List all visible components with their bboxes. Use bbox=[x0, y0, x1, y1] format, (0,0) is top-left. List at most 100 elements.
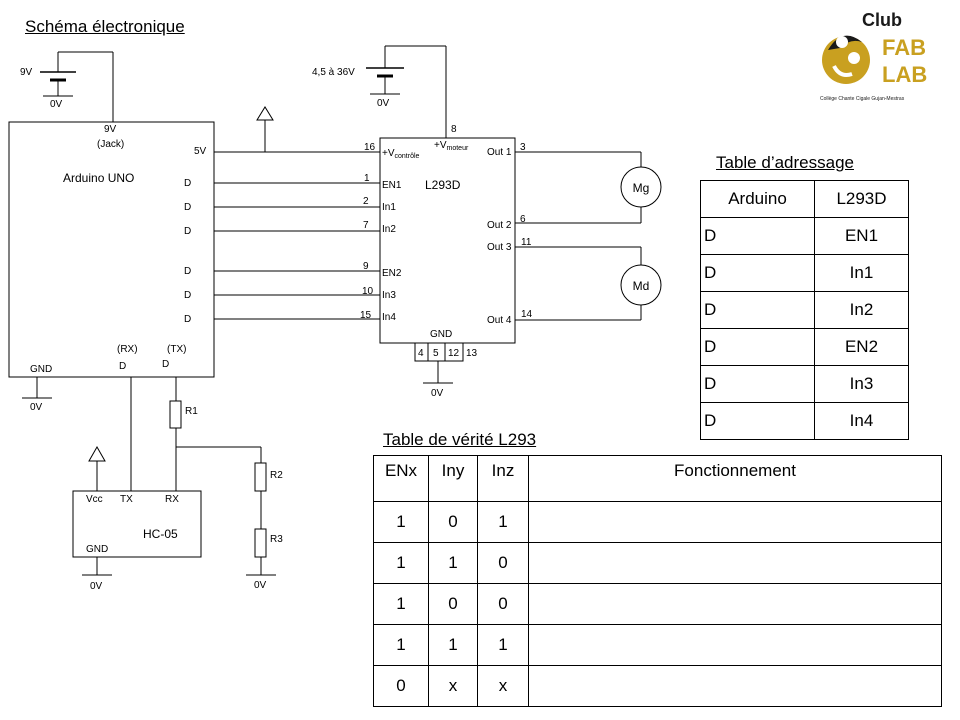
motor-right bbox=[620, 264, 662, 306]
battery-9v bbox=[40, 51, 114, 122]
l293d-output-4: Out 4 bbox=[487, 315, 512, 326]
resistor-ground-label: 0V bbox=[254, 580, 267, 591]
l293d-name: L293D bbox=[425, 178, 461, 192]
hc05-ground bbox=[82, 557, 112, 576]
arduino-5v-label: 5V bbox=[194, 146, 207, 157]
column-header-l293d: L293D bbox=[814, 180, 909, 218]
cell-iny: 1 bbox=[428, 624, 478, 666]
logo-lab: LAB bbox=[882, 62, 927, 87]
motor-right-label: Md bbox=[633, 279, 650, 293]
l293d-box bbox=[379, 137, 516, 344]
hc05-rx-label: RX bbox=[165, 494, 179, 505]
cell-enx: 1 bbox=[373, 583, 429, 625]
l293d-ground-label: 0V bbox=[431, 388, 444, 399]
battery-9v-ground-label: 0V bbox=[50, 99, 63, 110]
arduino-rx-label: (RX) bbox=[117, 344, 138, 355]
arduino-name: Arduino UNO bbox=[63, 171, 134, 185]
page-title: Schéma électronique bbox=[25, 17, 185, 36]
arduino-d-pin: D bbox=[184, 266, 191, 277]
cell-l293d: In4 bbox=[814, 402, 909, 440]
logo-emblem bbox=[822, 35, 870, 84]
column-header-fonctionnement: Fonctionnement bbox=[528, 455, 942, 502]
cell-l293d: EN2 bbox=[814, 328, 909, 366]
cell-inz: 1 bbox=[477, 624, 529, 666]
table-row: 1 1 1 bbox=[373, 624, 942, 666]
cell-arduino: D bbox=[700, 365, 815, 403]
l293d-input-in4: In4 bbox=[382, 312, 396, 323]
arduino-gnd-label: GND bbox=[30, 364, 52, 375]
logo-club: Club bbox=[862, 10, 902, 30]
cell-fonctionnement[interactable] bbox=[528, 624, 942, 666]
hc05-box bbox=[72, 490, 202, 558]
club-fablab-logo: Club FAB LAB Collège Chante Cigale Gujan… bbox=[820, 10, 927, 102]
resistor-r3-label: R3 bbox=[270, 534, 283, 545]
hc05-ground-label: 0V bbox=[90, 581, 103, 592]
control-lines bbox=[214, 182, 380, 320]
cell-fonctionnement[interactable] bbox=[528, 583, 942, 625]
l293d-pin-3: 3 bbox=[520, 142, 526, 153]
cell-arduino: D bbox=[700, 402, 815, 440]
l293d-pin-16: 16 bbox=[364, 142, 376, 153]
battery-motor-ground-label: 0V bbox=[377, 98, 390, 109]
l293d-input-in2: In2 bbox=[382, 224, 396, 235]
hc05-vcc-label: Vcc bbox=[86, 494, 103, 505]
arduino-d-pin: D bbox=[184, 290, 191, 301]
column-header-iny: Iny bbox=[428, 455, 478, 502]
cell-iny: 0 bbox=[428, 501, 478, 543]
table-row: D In4 bbox=[700, 402, 909, 440]
cell-arduino: D bbox=[700, 291, 815, 329]
l293d-input-en1: EN1 bbox=[382, 180, 402, 191]
arduino-ground-label: 0V bbox=[30, 402, 43, 413]
cell-iny: 0 bbox=[428, 583, 478, 625]
cell-enx: 0 bbox=[373, 665, 429, 707]
cell-arduino: D bbox=[700, 217, 815, 255]
l293d-input-en2: EN2 bbox=[382, 268, 402, 279]
table-row: D EN1 bbox=[700, 217, 909, 255]
column-header-inz: Inz bbox=[477, 455, 529, 502]
cell-l293d: In3 bbox=[814, 365, 909, 403]
cell-inz: 1 bbox=[477, 501, 529, 543]
l293d-pin-11: 11 bbox=[521, 237, 532, 248]
table-header-row: ENx Iny Inz Fonctionnement bbox=[373, 455, 942, 502]
cell-fonctionnement[interactable] bbox=[528, 501, 942, 543]
hc05-name: HC-05 bbox=[143, 527, 178, 541]
cell-enx: 1 bbox=[373, 542, 429, 584]
address-table-title: Table d’adressage bbox=[716, 153, 854, 172]
l293d-output-3: Out 3 bbox=[487, 242, 512, 253]
address-table: Arduino L293D D EN1 D In1 D In2 D EN2 D … bbox=[700, 180, 909, 440]
l293d-gnd-label: GND bbox=[430, 329, 452, 340]
l293d-gnd-pin-12: 12 bbox=[448, 348, 460, 359]
battery-9v-label: 9V bbox=[20, 67, 33, 78]
motor-lines bbox=[515, 151, 642, 321]
table-row: 0 x x bbox=[373, 665, 942, 707]
cell-arduino: D bbox=[700, 328, 815, 366]
l293d-pin-9: 9 bbox=[363, 261, 369, 272]
arduino-uno-box bbox=[8, 121, 215, 378]
l293d-pin-8: 8 bbox=[451, 124, 457, 135]
l293d-pin-10: 10 bbox=[362, 286, 374, 297]
table-row: D In2 bbox=[700, 291, 909, 329]
cell-inz: 0 bbox=[477, 583, 529, 625]
cell-fonctionnement[interactable] bbox=[528, 665, 942, 707]
cell-fonctionnement[interactable] bbox=[528, 542, 942, 584]
table-row: D In3 bbox=[700, 365, 909, 403]
l293d-pin-6: 6 bbox=[520, 214, 526, 225]
l293d-pin-14: 14 bbox=[521, 309, 533, 320]
logo-fab: FAB bbox=[882, 35, 926, 60]
table-row: 1 0 1 bbox=[373, 501, 942, 543]
l293d-pin-15: 15 bbox=[360, 310, 372, 321]
table-row: D EN2 bbox=[700, 328, 909, 366]
cell-arduino: D bbox=[700, 254, 815, 292]
l293d-vcontrole-label: +Vcontrôle bbox=[382, 148, 420, 160]
battery-motor bbox=[366, 45, 447, 138]
l293d-pin-7: 7 bbox=[363, 220, 369, 231]
cell-enx: 1 bbox=[373, 624, 429, 666]
cell-iny: x bbox=[428, 665, 478, 707]
cell-l293d: In1 bbox=[814, 254, 909, 292]
cell-inz: 0 bbox=[477, 542, 529, 584]
motor-left bbox=[620, 166, 662, 208]
column-header-arduino: Arduino bbox=[700, 180, 815, 218]
arduino-d-pin: D bbox=[184, 178, 191, 189]
truth-table-title: Table de vérité L293 bbox=[383, 430, 537, 449]
l293d-gnd-pin-13: 13 bbox=[466, 348, 478, 359]
